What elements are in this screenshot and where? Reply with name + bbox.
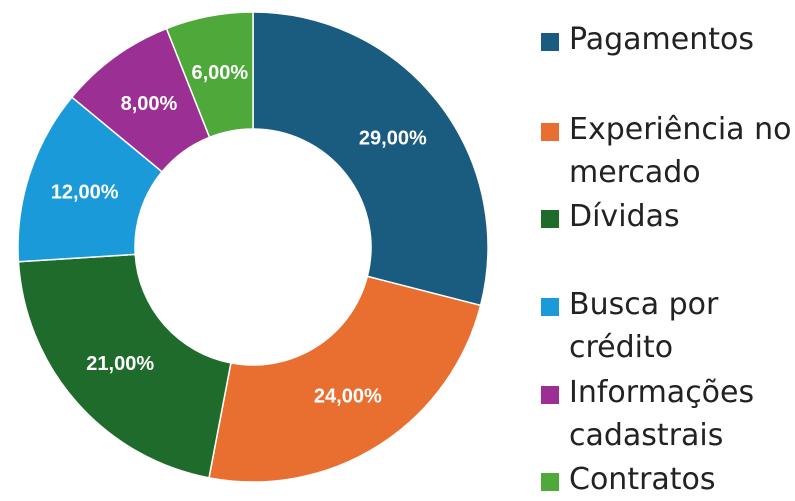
slice-5: [165, 11, 254, 139]
slice-label-5: 6,00%: [191, 62, 248, 84]
slice-label-1: 24,00%: [314, 385, 382, 407]
legend-item-busca: Busca por crédito: [541, 283, 795, 369]
legend-swatch: [541, 123, 559, 141]
legend-label: Informações cadastrais: [569, 375, 755, 453]
slice-1: [208, 275, 482, 483]
legend-item-experiencia: Experiência no mercado: [541, 108, 795, 194]
slice-label-2: 21,00%: [86, 353, 154, 375]
slice-label-4: 8,00%: [121, 93, 178, 115]
legend-item-informacoes: Informações cadastrais: [541, 371, 795, 457]
legend-label: Pagamentos: [569, 22, 754, 57]
legend-item-pagamentos: Pagamentos: [541, 18, 795, 61]
legend-swatch: [541, 210, 559, 228]
legend-swatch: [541, 473, 559, 491]
slice-label-3: 12,00%: [51, 181, 119, 203]
slice-0: [252, 11, 489, 307]
donut-chart: 29,00% 24,00% 21,00% 12,00% 8,00% 6,00%: [17, 11, 489, 483]
slice-2: [17, 253, 232, 479]
legend-label: Busca por crédito: [569, 287, 719, 365]
legend-swatch: [541, 298, 559, 316]
legend-item-contratos: Contratos: [541, 458, 795, 501]
legend-swatch: [541, 386, 559, 404]
legend-label: Dívidas: [569, 199, 680, 234]
legend: Pagamentos Experiência no mercado Dívida…: [541, 0, 795, 498]
legend-label: Contratos: [569, 462, 716, 497]
legend-item-dividas: Dívidas: [541, 195, 795, 238]
legend-label: Experiência no mercado: [569, 112, 792, 190]
slice-label-0: 29,00%: [359, 128, 427, 150]
legend-swatch: [541, 33, 559, 51]
